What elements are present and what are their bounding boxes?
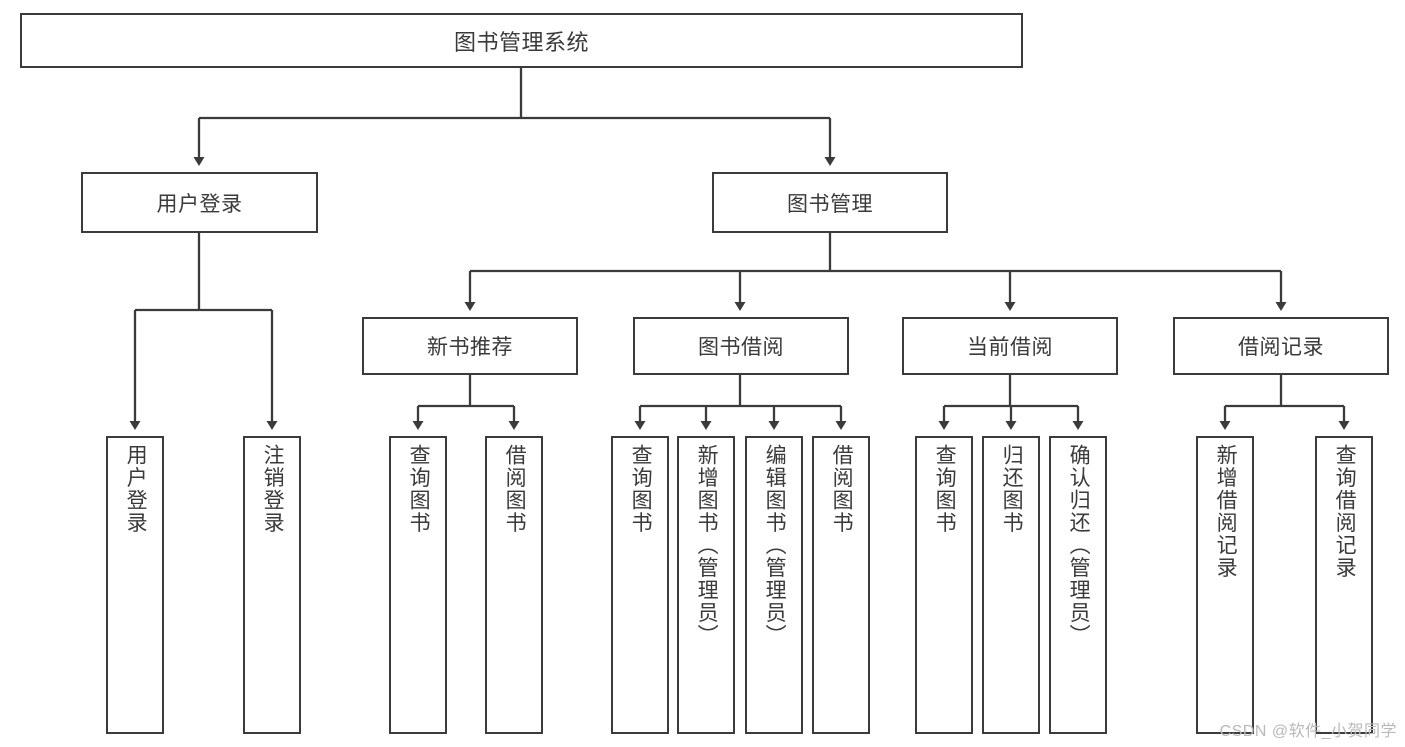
node-label: 编辑图书（管理员） (763, 444, 787, 647)
node-label: 确认归还（管理员） (1067, 444, 1091, 647)
node-label: 查询借阅记录 (1333, 444, 1357, 579)
leaf-confirm-return-admin[interactable]: 确认归还（管理员） (1049, 436, 1107, 734)
leaf-query-book-borrow[interactable]: 查询图书 (611, 436, 669, 734)
node-label: 新书推荐 (427, 336, 513, 359)
node-label: 查询图书 (407, 444, 431, 534)
node-label: 查询图书 (629, 444, 653, 534)
node-label: 图书管理系统 (453, 29, 589, 55)
node-label: 用户登录 (156, 192, 243, 216)
node-label: 借阅图书 (830, 444, 854, 534)
node-label: 新增借阅记录 (1214, 444, 1238, 579)
leaf-query-book-current[interactable]: 查询图书 (915, 436, 973, 734)
node-label: 用户登录 (124, 444, 148, 534)
node-label: 新增图书（管理员） (695, 444, 719, 647)
node-book-management[interactable]: 图书管理 (712, 172, 948, 233)
node-label: 图书管理 (787, 192, 873, 216)
node-label: 归还图书 (1000, 444, 1024, 534)
node-label: 借阅记录 (1238, 336, 1324, 359)
leaf-user-login[interactable]: 用户登录 (106, 436, 164, 734)
leaf-borrow-book[interactable]: 借阅图书 (812, 436, 870, 734)
node-borrow-record[interactable]: 借阅记录 (1173, 317, 1389, 375)
csdn-watermark: CSDN @软件_小贺同学 (1219, 723, 1397, 740)
node-label: 当前借阅 (967, 336, 1053, 359)
node-root-system[interactable]: 图书管理系统 (20, 13, 1023, 68)
leaf-query-borrow-record[interactable]: 查询借阅记录 (1315, 436, 1373, 734)
leaf-edit-book-admin[interactable]: 编辑图书（管理员） (745, 436, 803, 734)
leaf-query-book-rec[interactable]: 查询图书 (389, 436, 447, 734)
node-book-borrow[interactable]: 图书借阅 (633, 317, 849, 375)
node-current-borrow[interactable]: 当前借阅 (902, 317, 1118, 375)
node-label: 注销登录 (261, 444, 285, 534)
node-new-book-recommend[interactable]: 新书推荐 (362, 317, 578, 375)
node-label: 图书借阅 (698, 336, 784, 359)
node-label: 查询图书 (933, 444, 957, 534)
node-user-login[interactable]: 用户登录 (81, 172, 318, 233)
leaf-add-borrow-record[interactable]: 新增借阅记录 (1196, 436, 1254, 734)
leaf-return-book[interactable]: 归还图书 (982, 436, 1040, 734)
leaf-add-book-admin[interactable]: 新增图书（管理员） (677, 436, 735, 734)
node-label: 借阅图书 (503, 444, 527, 534)
leaf-borrow-book-rec[interactable]: 借阅图书 (485, 436, 543, 734)
leaf-logout[interactable]: 注销登录 (243, 436, 301, 734)
